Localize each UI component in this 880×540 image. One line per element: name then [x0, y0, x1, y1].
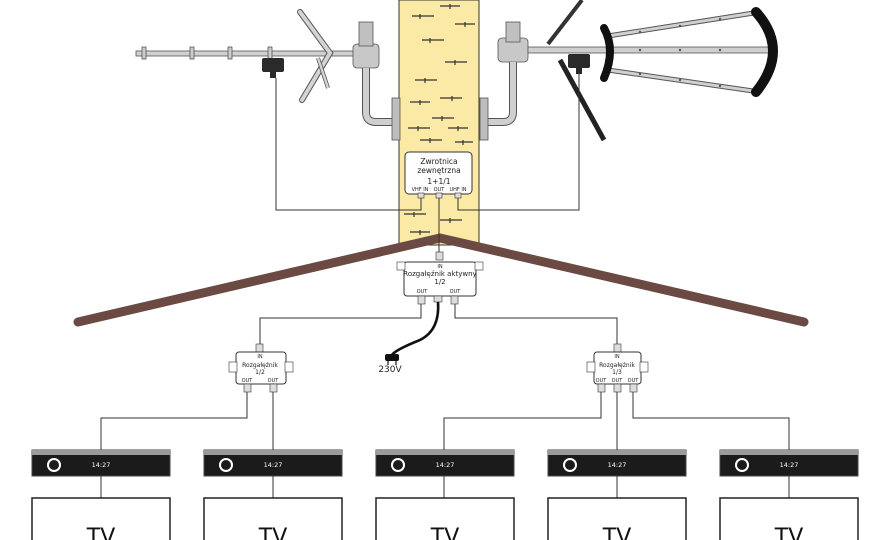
- vhf-antenna: [135, 9, 401, 141]
- receiver-1: 14:27 TV: [31, 449, 171, 540]
- diplexer-port-vhf: VHF IN: [412, 187, 429, 193]
- diplexer-title: Zwrotnica: [420, 157, 457, 166]
- receiver-1-time: 14:27: [92, 461, 111, 469]
- receiver-2-time: 14:27: [264, 461, 283, 469]
- active-splitter-port-in: IN: [437, 264, 442, 270]
- diplexer-port-uhf: UHF IN: [449, 187, 466, 193]
- splitter-left-port-out-1: OUT: [242, 378, 254, 384]
- splitter-right-port-out-1: OUT: [596, 378, 608, 384]
- splitter-right-title: Rozgałęźnik: [599, 362, 635, 369]
- tv-3: [375, 497, 515, 540]
- diplexer: Zwrotnica zewnętrzna 1+1/1 VHF IN OUT UH…: [404, 151, 473, 199]
- receiver-cables: [100, 392, 790, 450]
- tv-4-label: TV: [602, 525, 632, 540]
- tv-1: [31, 497, 171, 540]
- tv-5-label: TV: [774, 525, 804, 540]
- active-splitter-ratio: 1/2: [434, 278, 445, 286]
- receiver-3-time: 14:27: [436, 461, 455, 469]
- tv-3-label: TV: [430, 525, 460, 540]
- splitter-right-ratio: 1/3: [612, 369, 622, 376]
- splitter-right-port-in: IN: [614, 354, 619, 360]
- antenna-cables: [275, 74, 580, 211]
- power-cord: 230V: [378, 301, 440, 375]
- uhf-antenna: [479, 0, 778, 142]
- receiver-5: 14:27 TV: [719, 449, 859, 540]
- receiver-5-time: 14:27: [780, 461, 799, 469]
- active-splitter-title: Rozgałęźnik aktywny: [403, 270, 476, 278]
- tv-4: [547, 497, 687, 540]
- receiver-2: 14:27 TV: [203, 449, 343, 540]
- splitter-left-title: Rozgałęźnik: [242, 362, 278, 369]
- receiver-3: 14:27 TV: [375, 449, 515, 540]
- tv-2: [203, 497, 343, 540]
- splitter-left: IN Rozgałęźnik 1/2 OUT OUT: [228, 343, 294, 393]
- splitter-left-port-out-2: OUT: [268, 378, 280, 384]
- splitter-right-port-out-2: OUT: [612, 378, 624, 384]
- active-splitter: IN Rozgałęźnik aktywny 1/2 OUT OUT: [396, 251, 484, 305]
- receiver-4: 14:27 TV: [547, 449, 687, 540]
- splitter-left-port-in: IN: [257, 354, 262, 360]
- active-splitter-port-out-right: OUT: [450, 289, 462, 295]
- roof: [73, 233, 809, 327]
- splitter-right-port-out-3: OUT: [628, 378, 640, 384]
- splitter-left-ratio: 1/2: [255, 369, 265, 376]
- tv-2-label: TV: [258, 525, 288, 540]
- splitter-right: IN Rozgałęźnik 1/3 OUT OUT OUT: [586, 343, 649, 393]
- diplexer-ratio: 1+1/1: [427, 177, 450, 186]
- distribution-cables: [259, 304, 618, 352]
- tv-5: [719, 497, 859, 540]
- active-splitter-port-out-left: OUT: [417, 289, 429, 295]
- diplexer-port-out: OUT: [434, 187, 446, 193]
- diplexer-subtitle: zewnętrzna: [417, 166, 460, 175]
- power-label: 230V: [378, 365, 402, 375]
- receiver-4-time: 14:27: [608, 461, 627, 469]
- tv-1-label: TV: [86, 525, 116, 540]
